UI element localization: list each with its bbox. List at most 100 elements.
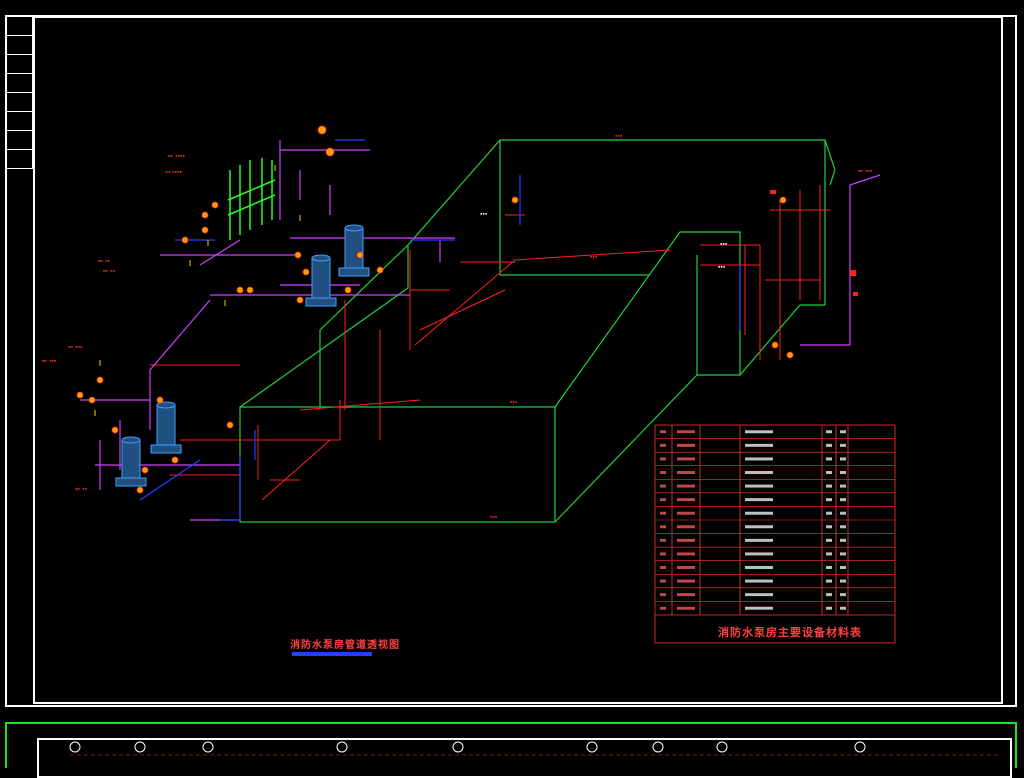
- table-cell-text: [826, 566, 832, 569]
- adjacent-sheet-inner-frame: [37, 738, 1012, 778]
- table-cell-text: [660, 579, 666, 583]
- table-cell-text: [745, 579, 773, 583]
- table-cell-text: [745, 593, 773, 597]
- table-cell-text: [660, 538, 666, 542]
- fire-pump-upper-1: [305, 254, 337, 307]
- table-cell-text: [677, 430, 695, 434]
- table-cell-text: [745, 484, 773, 488]
- table-cell-text: [840, 593, 846, 597]
- right-labels: [770, 190, 858, 296]
- table-cell-text: [660, 471, 666, 474]
- table-cell-text: [660, 525, 666, 529]
- water-tank: [239, 139, 836, 523]
- red-pipe-network: [150, 175, 830, 501]
- table-cell-text: [677, 552, 695, 556]
- table-cell-text: [660, 511, 666, 515]
- title-block-cell: [5, 150, 33, 169]
- equipment-table-caption: 消防水泵房主要设备材料表: [718, 626, 862, 639]
- table-cell-text: [677, 498, 695, 502]
- table-cell-text: [826, 443, 832, 447]
- valve-markers: [76, 125, 794, 494]
- tank-right-step: [554, 231, 741, 408]
- table-cell-text: [745, 538, 773, 542]
- table-cell-text: [826, 511, 832, 515]
- table-cell-text: [677, 484, 695, 488]
- pipe-label: ▬▬ ▪▪▪▪: [168, 153, 185, 158]
- table-cell-text: [660, 443, 666, 447]
- table-cell-text: [826, 457, 832, 461]
- table-cell-text: [840, 430, 846, 434]
- pipe-label: ▪▪▪: [718, 264, 725, 269]
- pipe-label: ▪▪▪: [590, 254, 597, 259]
- table-cell-text: [677, 457, 695, 461]
- table-cell-text: [826, 430, 832, 434]
- table-cell-text: [745, 443, 773, 447]
- title-block-cell: [5, 74, 33, 93]
- table-cell-text: [745, 525, 773, 529]
- table-cell-text: [745, 552, 773, 556]
- magenta-pipe-network: [80, 140, 881, 521]
- table-cell-text: [826, 484, 832, 488]
- table-cell-text: [840, 511, 846, 515]
- table-cell-text: [660, 498, 666, 502]
- table-cell-text: [840, 552, 846, 556]
- table-cell-text: [745, 566, 773, 569]
- table-cell-text: [745, 606, 773, 610]
- table-cell-text: [745, 430, 773, 434]
- table-cell-text: [660, 430, 666, 434]
- table-cell-text: [745, 457, 773, 461]
- pipe-labels: ▬▬ ▪▪▪▪ ▬▬ ▪▪▪▪ ▬▬ ▪▪ ▬▬ ▪▪ ▬▬ ▪▪▪ ▬▬ ▪▪…: [42, 133, 872, 519]
- table-cell-text: [677, 579, 695, 583]
- table-cell-text: [677, 566, 695, 569]
- table-cell-text: [840, 566, 846, 569]
- pipe-label: ▬▬ ▪▪: [98, 258, 110, 263]
- pipe-label: ▪▪▪: [480, 211, 487, 216]
- pipe-label: ▬▬ ▪▪▪: [858, 168, 872, 173]
- drawing-inner-frame: [33, 16, 1003, 704]
- table-cell-text: [840, 538, 846, 542]
- fire-pump-lower-2: [150, 401, 182, 454]
- table-cell-text: [660, 606, 666, 610]
- table-cell-text: [840, 579, 846, 583]
- pipe-label: ▬▬ ▪▪▪: [42, 358, 56, 363]
- equipment-table-rows: [655, 430, 895, 610]
- table-cell-text: [677, 525, 695, 529]
- table-cell-text: [745, 498, 773, 502]
- tank-front-face: [239, 406, 556, 523]
- green-valve-cluster: [227, 158, 276, 240]
- table-cell-text: [840, 606, 846, 610]
- table-cell-text: [840, 498, 846, 502]
- table-cell-text: [826, 498, 832, 502]
- tank-right-floor-edge: [739, 304, 801, 376]
- table-cell-text: [840, 484, 846, 488]
- pipe-label: ▬▬ ▪▪: [103, 268, 115, 273]
- drawing-title: 消防水泵房管道透视图: [290, 640, 400, 651]
- tank-bottom-right-edge: [554, 374, 698, 523]
- table-cell-text: [677, 606, 695, 610]
- table-cell-text: [677, 471, 695, 474]
- table-cell-text: [826, 593, 832, 597]
- title-block-cell: [5, 17, 33, 36]
- fire-pump-lower-1: [115, 436, 147, 487]
- table-cell-text: [826, 471, 832, 474]
- pipe-label: ▪▪▪: [720, 241, 727, 246]
- table-cell-text: [677, 443, 695, 447]
- table-cell-text: [840, 525, 846, 529]
- title-block-cell: [5, 131, 33, 150]
- pipe-label: ▪▪▪: [490, 514, 497, 519]
- table-cell-text: [677, 538, 695, 542]
- pipe-label: ▬▬ ▪▪: [75, 486, 87, 491]
- fire-pump-upper-2: [338, 224, 370, 277]
- pipe-annotation-ticks: [94, 165, 301, 416]
- pipe-label: ▬▬ ▪▪▪▪: [165, 169, 182, 174]
- table-border: [654, 424, 896, 644]
- table-cell-text: [826, 538, 832, 542]
- table-cell-text: [840, 457, 846, 461]
- title-block-strip: [5, 17, 33, 173]
- table-cell-text: [826, 606, 832, 610]
- table-cell-text: [745, 471, 773, 474]
- table-cell-text: [826, 525, 832, 529]
- table-cell-text: [660, 566, 666, 569]
- title-block-cell: [5, 55, 33, 74]
